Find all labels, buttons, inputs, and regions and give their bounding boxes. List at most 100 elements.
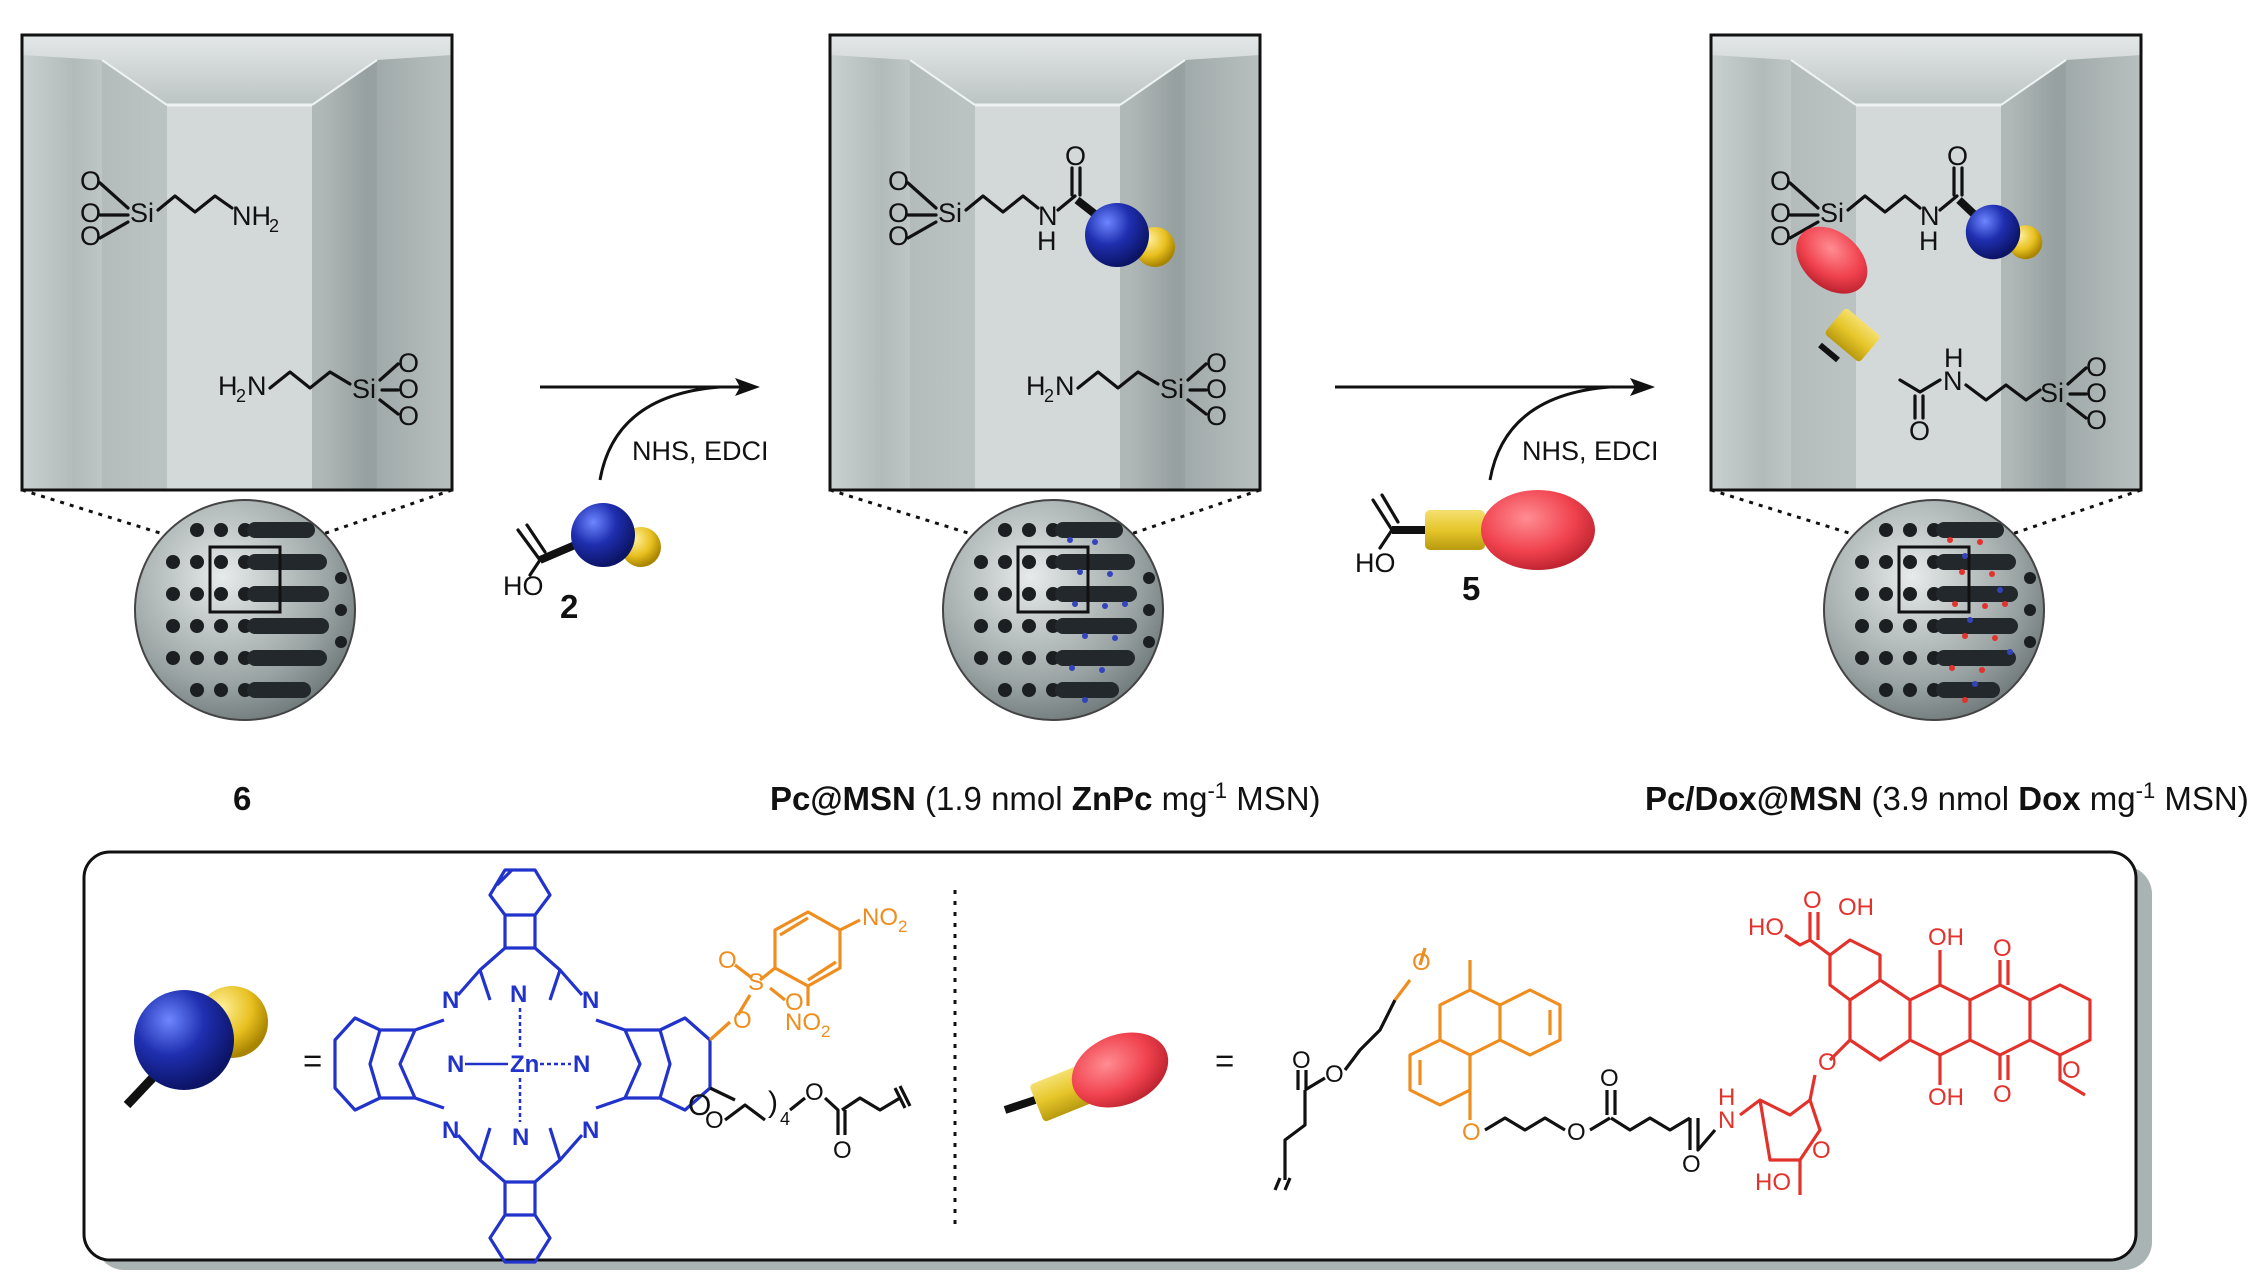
- product-1-label: Pc@MSN (1.9 nmol ZnPc mg-1 MSN): [770, 778, 1321, 817]
- svg-text:O: O: [1206, 374, 1227, 404]
- svg-text:O: O: [2062, 1057, 2081, 1084]
- svg-text:O: O: [398, 348, 419, 378]
- svg-text:2: 2: [821, 1022, 830, 1041]
- pore-box-1: [20, 33, 454, 492]
- msn-sphere-1: [133, 498, 357, 722]
- svg-text:Si: Si: [352, 374, 376, 404]
- svg-text:H: H: [1919, 226, 1939, 256]
- svg-text:S: S: [748, 969, 764, 996]
- svg-text:N: N: [582, 1117, 599, 1144]
- svg-text:2: 2: [1044, 386, 1054, 406]
- amine-silane-bottom-1: H 2 N Si O O O: [218, 348, 419, 431]
- svg-text:O: O: [1325, 1061, 1344, 1088]
- svg-text:O: O: [1818, 1049, 1837, 1076]
- svg-text:N: N: [442, 987, 459, 1014]
- reagents-2: NHS, EDCI: [1522, 436, 1659, 466]
- pc-motif-legend: =: [123, 986, 322, 1109]
- svg-text:2: 2: [898, 917, 907, 936]
- svg-text:O: O: [1770, 198, 1791, 228]
- svg-text:O: O: [398, 401, 419, 431]
- svg-text:Si: Si: [130, 198, 154, 228]
- svg-text:O: O: [888, 166, 909, 196]
- svg-text:O: O: [688, 1089, 711, 1122]
- svg-text:O: O: [1909, 416, 1930, 446]
- reagents-1: NHS, EDCI: [632, 436, 769, 466]
- dox-amide-silane-3: O N H Si O O O: [1796, 226, 2107, 446]
- svg-text:2: 2: [236, 386, 246, 406]
- svg-text:O: O: [1812, 1137, 1831, 1164]
- svg-text:O: O: [1065, 141, 1086, 171]
- svg-text:O: O: [398, 374, 419, 404]
- svg-text:N: N: [1038, 201, 1058, 231]
- svg-text:OH: OH: [1928, 1084, 1964, 1111]
- svg-text:O: O: [1292, 1047, 1311, 1074]
- svg-text:OH: OH: [1838, 894, 1874, 921]
- amine-silane-bottom-2: H 2 N Si O O O: [1026, 348, 1227, 431]
- compound-5: HO: [1355, 490, 1595, 578]
- msn-sphere-3: [1822, 498, 2046, 722]
- amine-silane-top-1: O O O Si NH 2: [80, 166, 279, 251]
- svg-text:N: N: [573, 1051, 590, 1078]
- svg-text:O: O: [80, 221, 101, 251]
- svg-text:O: O: [1206, 348, 1227, 378]
- svg-text:Si: Si: [1160, 374, 1184, 404]
- svg-text:O: O: [1770, 166, 1791, 196]
- svg-text:HO: HO: [1755, 1169, 1791, 1196]
- svg-text:NO: NO: [862, 904, 898, 931]
- svg-text:HO: HO: [503, 571, 544, 601]
- svg-text:O: O: [1993, 1081, 2012, 1108]
- svg-text:OH: OH: [1928, 924, 1964, 951]
- svg-text:Si: Si: [938, 198, 962, 228]
- compound-5-label: 5: [1462, 570, 1480, 607]
- svg-text:HO: HO: [1748, 914, 1784, 941]
- svg-text:O: O: [1803, 887, 1822, 914]
- svg-text:O: O: [833, 1137, 852, 1164]
- svg-text:N: N: [1920, 201, 1940, 231]
- reaction-arrow-2: [1335, 378, 1655, 481]
- svg-text:O: O: [2086, 405, 2107, 435]
- msn-sphere-2: [941, 498, 1165, 722]
- svg-text:N: N: [247, 371, 267, 401]
- svg-text:N: N: [442, 1117, 459, 1144]
- svg-text:O: O: [785, 989, 804, 1016]
- svg-text:HO: HO: [1355, 548, 1396, 578]
- svg-text:O: O: [1567, 1119, 1586, 1146]
- pore-box-2: [828, 33, 1262, 492]
- compound-2: HO: [503, 503, 661, 601]
- svg-text:Si: Si: [1820, 198, 1844, 228]
- svg-text:O: O: [1993, 935, 2012, 962]
- svg-text:NO: NO: [785, 1009, 821, 1036]
- svg-text:=: =: [1215, 1042, 1234, 1079]
- svg-text:O: O: [2086, 352, 2107, 382]
- svg-text:H: H: [1026, 371, 1046, 401]
- svg-text:N: N: [447, 1051, 464, 1078]
- svg-text:O: O: [733, 1007, 752, 1034]
- svg-text:N: N: [512, 1124, 529, 1151]
- svg-text:H: H: [1718, 1084, 1735, 1111]
- svg-text:O: O: [80, 198, 101, 228]
- compound-2-label: 2: [560, 588, 578, 625]
- amide-silane-top-2: O O O Si N H O: [888, 141, 1175, 267]
- svg-text:O: O: [705, 1107, 724, 1134]
- svg-text:H: H: [218, 371, 238, 401]
- svg-text:O: O: [888, 198, 909, 228]
- svg-text:O: O: [1947, 141, 1968, 171]
- znpc-structure: Zn N N N N N N N N O S O O NO 2 NO 2: [333, 868, 912, 1264]
- svg-text:2: 2: [269, 216, 279, 236]
- svg-text:N: N: [582, 987, 599, 1014]
- svg-text:N: N: [1943, 366, 1963, 396]
- svg-text:4: 4: [780, 1109, 790, 1129]
- svg-text:Si: Si: [2040, 378, 2064, 408]
- svg-text:O: O: [1206, 401, 1227, 431]
- svg-text:N: N: [510, 981, 527, 1008]
- svg-text:O: O: [1412, 949, 1431, 976]
- dox-linker-structure: O O O O O O O N H HO O O HO O OH OH O OH…: [1273, 887, 2092, 1196]
- product-2-label: Pc/Dox@MSN (3.9 nmol Dox mg-1 MSN): [1645, 778, 2249, 817]
- svg-text:O: O: [1462, 1119, 1481, 1146]
- reaction-arrow-1: [540, 378, 760, 481]
- svg-text:O: O: [1600, 1065, 1619, 1092]
- svg-text:H: H: [1037, 226, 1057, 256]
- svg-text:O: O: [80, 166, 101, 196]
- svg-text:N: N: [1718, 1107, 1735, 1134]
